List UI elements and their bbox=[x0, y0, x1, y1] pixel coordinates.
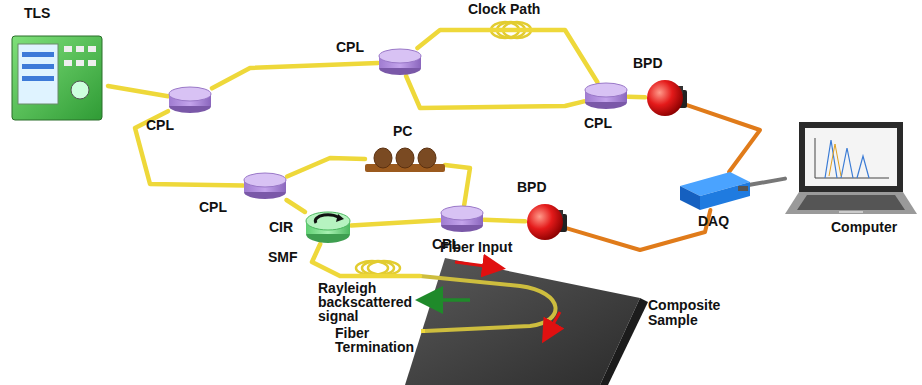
node-label: PC bbox=[393, 124, 412, 139]
photodetector: BPD bbox=[645, 78, 687, 118]
cpl-icon bbox=[440, 205, 484, 233]
coupler: CPL bbox=[168, 86, 212, 114]
smf-coil bbox=[356, 261, 400, 275]
cpl-icon bbox=[168, 86, 212, 114]
coupler: CPL bbox=[440, 205, 484, 233]
daq-card: DAQ bbox=[680, 172, 750, 210]
input-arrow bbox=[455, 262, 500, 268]
edge-label: SMF bbox=[266, 250, 300, 265]
polarization-controller: PC bbox=[365, 146, 445, 174]
daq-icon bbox=[680, 172, 750, 210]
node-label: DAQ bbox=[698, 214, 729, 229]
cir-icon bbox=[305, 210, 351, 244]
optical-fiber bbox=[418, 30, 598, 82]
node-label: CPL bbox=[336, 40, 364, 55]
node-label: Composite Sample bbox=[648, 298, 728, 328]
photodetector: BPD bbox=[525, 202, 567, 242]
bpd-icon bbox=[645, 78, 687, 118]
optical-fiber bbox=[351, 220, 440, 225]
embedded-fiber bbox=[420, 276, 556, 331]
coupler: CPL bbox=[584, 82, 628, 110]
cpl-icon bbox=[378, 48, 422, 76]
node-label: CPL bbox=[146, 118, 174, 133]
edge-label: Clock Path bbox=[466, 2, 542, 17]
pc-icon bbox=[365, 146, 445, 174]
node-label: TLS bbox=[24, 6, 50, 21]
node-label: CIR bbox=[269, 220, 293, 235]
coupler: CPL bbox=[378, 48, 422, 76]
optical-fiber bbox=[287, 200, 306, 212]
travel-arrow bbox=[545, 312, 560, 338]
signal-cable bbox=[567, 210, 710, 250]
tls-icon bbox=[8, 30, 108, 125]
cpl-icon bbox=[243, 172, 287, 200]
signal-cable bbox=[750, 179, 785, 185]
node-label: BPD bbox=[633, 56, 663, 71]
termination-fiber bbox=[421, 329, 425, 333]
node-label: BPD bbox=[517, 180, 547, 195]
circulator: CIR bbox=[305, 210, 351, 244]
sample-region: Composite Sample bbox=[420, 262, 580, 290]
node-label: CPL bbox=[199, 200, 227, 215]
signal-cable bbox=[687, 105, 760, 172]
optical-fiber bbox=[287, 158, 365, 177]
optical-fiber bbox=[628, 94, 645, 99]
coupler: CPL bbox=[243, 172, 287, 200]
optical-fiber bbox=[212, 63, 378, 88]
optical-fiber bbox=[406, 76, 584, 108]
optical-fiber bbox=[108, 86, 168, 96]
optical-fiber bbox=[312, 244, 420, 276]
annotation: Fiber Termination bbox=[335, 326, 417, 354]
optical-fiber bbox=[445, 165, 470, 205]
node-label: CPL bbox=[584, 116, 612, 131]
cpl-icon bbox=[584, 82, 628, 110]
backscatter-arrow bbox=[422, 298, 470, 302]
optical-fiber bbox=[484, 220, 525, 222]
bpd-icon bbox=[525, 202, 567, 242]
slab-side bbox=[600, 298, 648, 385]
annotation: Rayleigh backscattered signal bbox=[318, 281, 414, 323]
laptop-icon bbox=[785, 118, 917, 216]
composite-slab bbox=[405, 258, 640, 385]
node-label: Computer bbox=[831, 220, 897, 235]
laser-source: TLS bbox=[8, 30, 108, 125]
optical-fiber bbox=[135, 111, 243, 185]
computer: Computer bbox=[785, 118, 917, 216]
annotation: Fiber Input bbox=[440, 240, 512, 255]
